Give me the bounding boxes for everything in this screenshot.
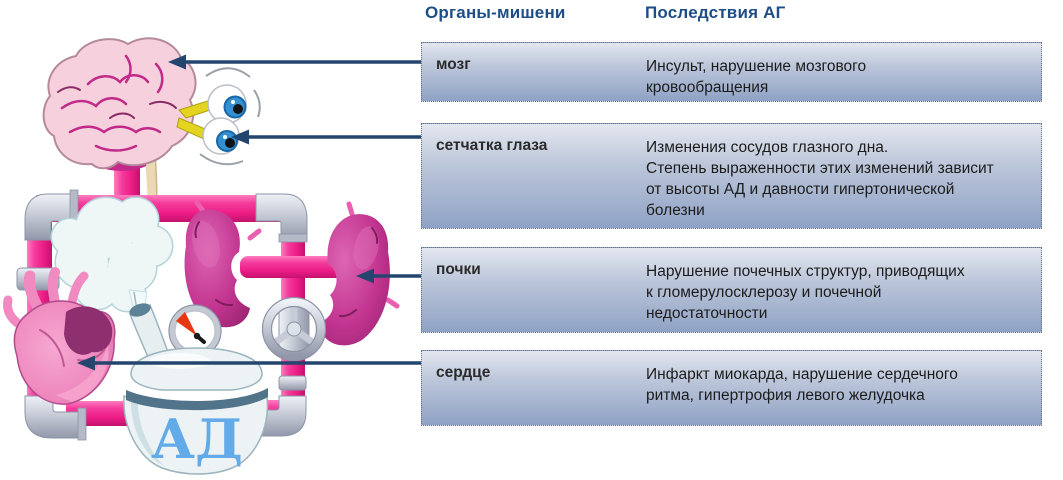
heart-icon [3, 267, 116, 405]
organ-label: мозг [436, 56, 471, 73]
table-row-retina: сетчатка глаза Изменения сосудов глазног… [421, 123, 1042, 229]
steam-cloud-icon [50, 196, 174, 313]
brain-icon [42, 37, 197, 171]
consequence-text: Нарушение почечных структур, приводящих … [646, 263, 965, 322]
arrow-to-retina [231, 129, 421, 145]
arrow-to-brain [168, 54, 421, 70]
pressure-vessel-icon: АД [123, 347, 269, 475]
consequence-text: Инфаркт миокарда, нарушение сердечного р… [646, 366, 958, 404]
valve-wheel-icon [261, 296, 327, 362]
consequence-text: Инсульт, нарушение мозгового кровообраще… [646, 58, 867, 96]
pointer-arrows [77, 54, 421, 371]
organ-label: сердце [436, 364, 491, 381]
organ-label: сетчатка глаза [436, 137, 548, 154]
eyes-icon [176, 67, 261, 166]
column-header-organs: Органы-мишени [425, 3, 566, 22]
table-row-kidneys: почки Нарушение почечных структур, приво… [421, 247, 1042, 333]
arrow-to-heart [77, 355, 421, 371]
consequence-text: Изменения сосудов глазного дна. Степень … [646, 139, 994, 219]
organ-label: почки [436, 261, 481, 278]
vessel-label: АД [151, 407, 243, 471]
steam-spout-icon [128, 289, 171, 367]
column-header-consequences: Последствия АГ [645, 3, 786, 22]
table-row-heart: сердце Инфаркт миокарда, нарушение серде… [421, 350, 1042, 426]
table-row-brain: мозг Инсульт, нарушение мозгового кровоо… [421, 42, 1042, 102]
arrow-to-kidneys [356, 268, 421, 284]
